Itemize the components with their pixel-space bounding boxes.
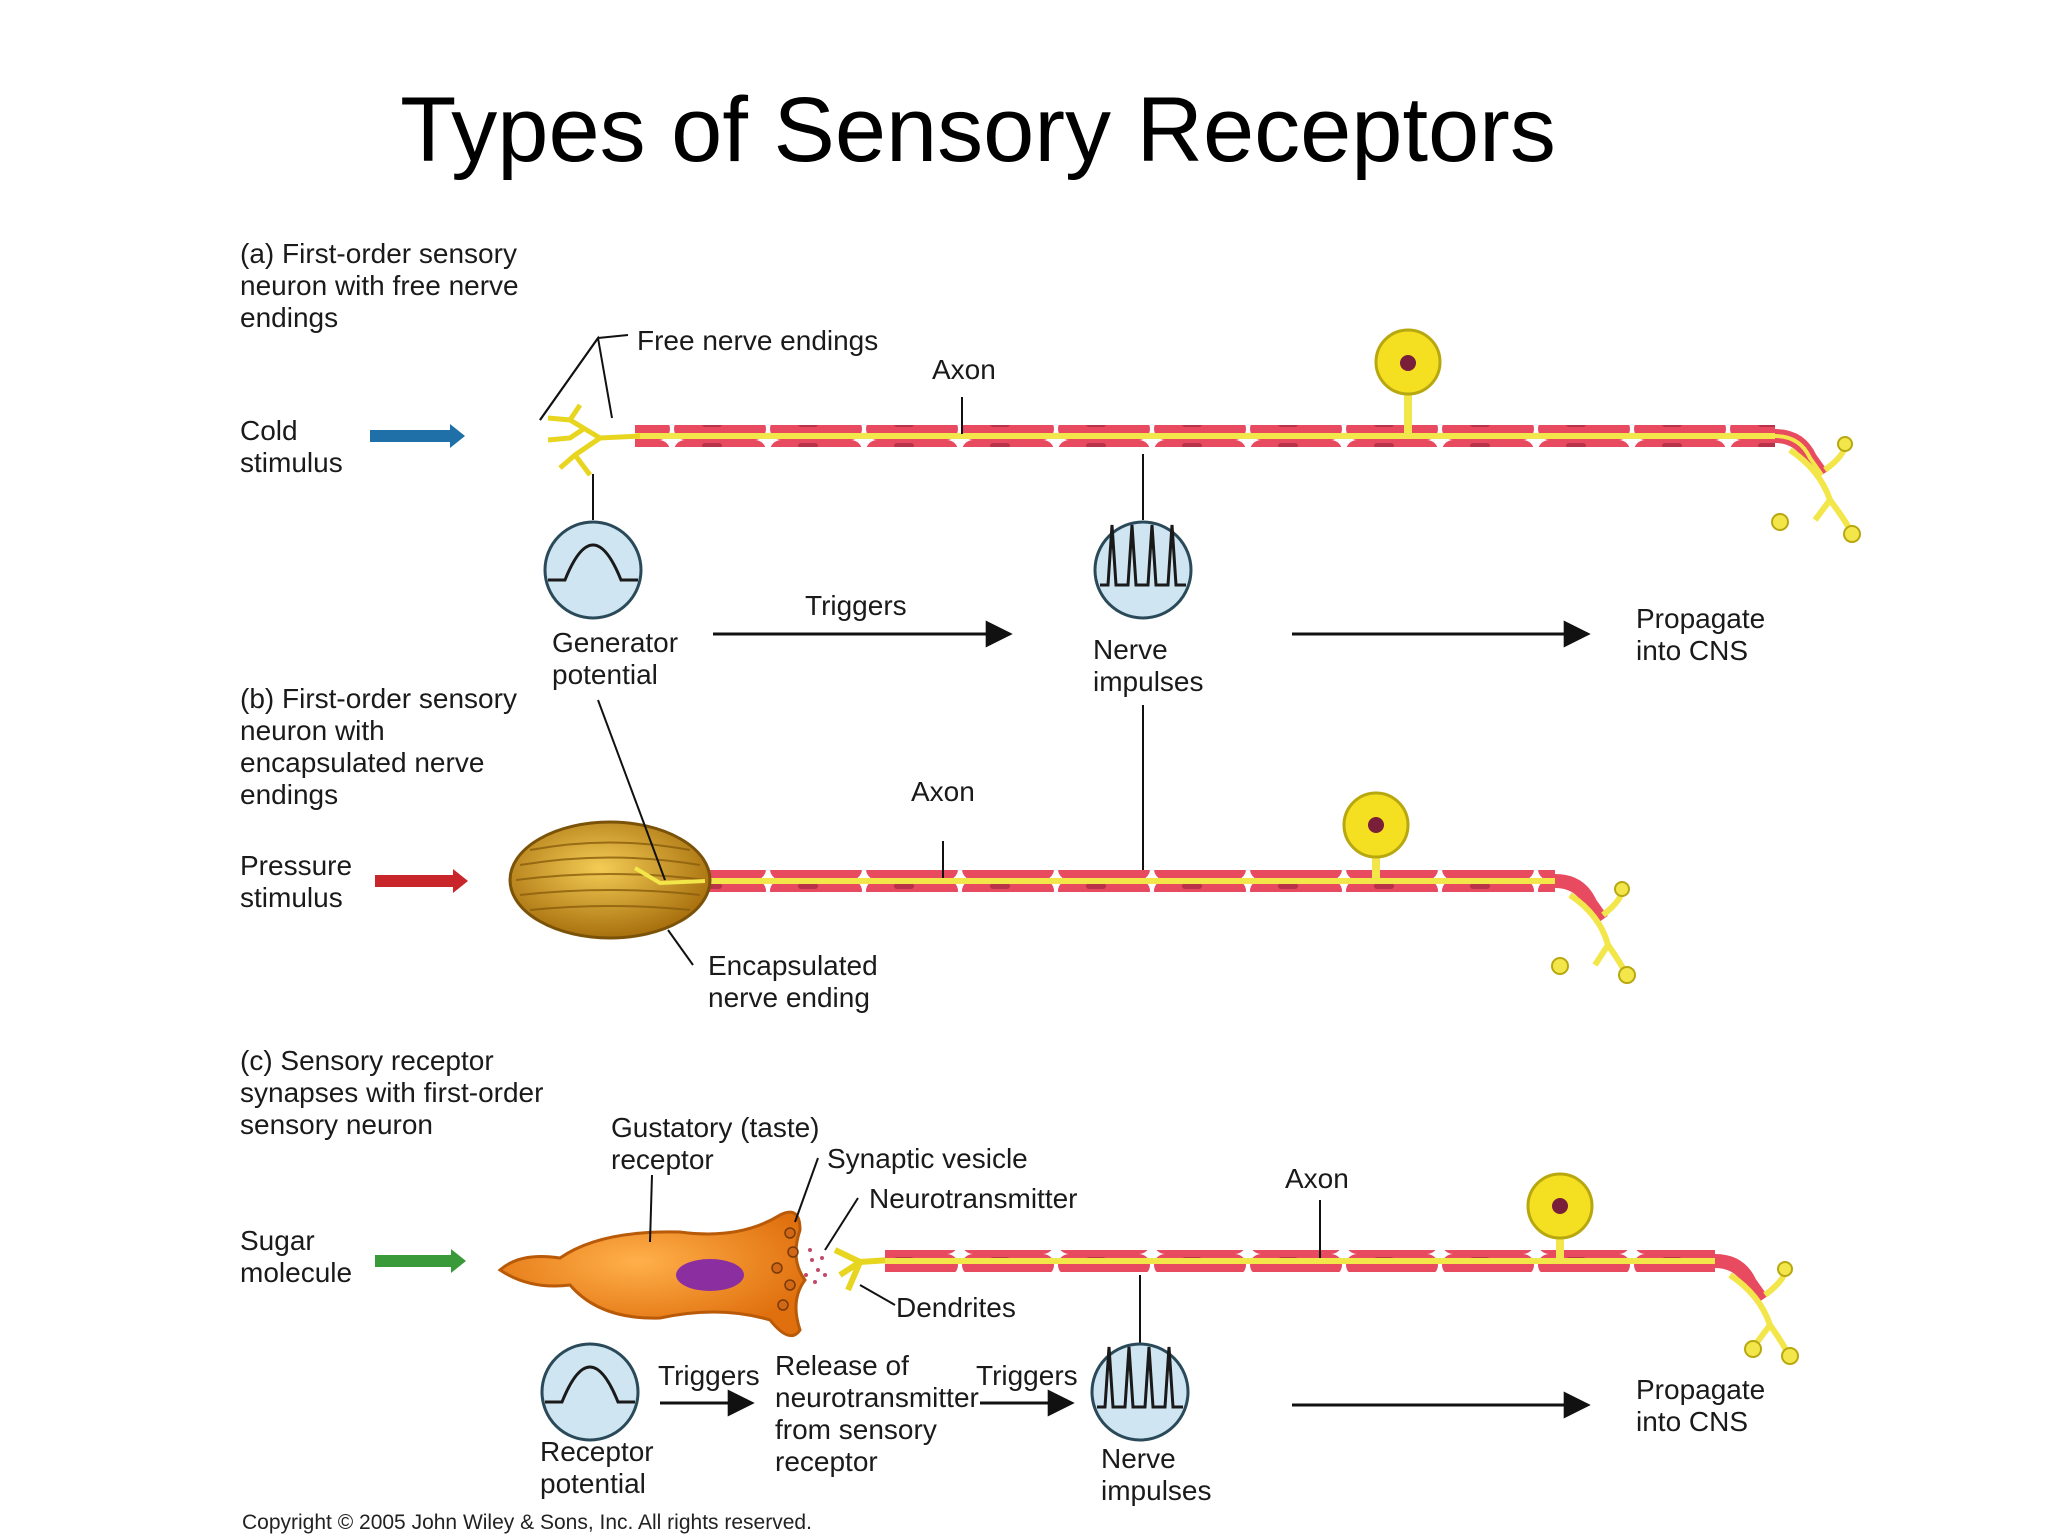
panel-b-heading: (b) First-order sensory neuron with enca… xyxy=(240,683,517,810)
generator-potential-label: Generator potential xyxy=(552,627,679,690)
axon-label-b: Axon xyxy=(911,776,975,807)
nerve-impulses-label-c: Nerve impulses xyxy=(1101,1443,1212,1506)
sugar-stimulus-label: Sugar molecule xyxy=(240,1225,353,1288)
cold-stimulus-arrow xyxy=(370,424,465,448)
cell-body-a xyxy=(1374,328,1442,436)
axon-terminal-c xyxy=(1728,1269,1790,1354)
propagate-label-a: Propagate into CNS xyxy=(1636,603,1766,666)
pressure-stimulus-label: Pressure stimulus xyxy=(240,850,353,913)
free-nerve-endings xyxy=(547,403,641,477)
neurotransmitter-label: Neurotransmitter xyxy=(869,1183,1078,1214)
panel-b xyxy=(375,699,1636,984)
panel-c xyxy=(375,1157,1799,1442)
sugar-stimulus-arrow xyxy=(375,1249,466,1273)
nerve-impulses-graph-a xyxy=(1093,520,1193,620)
receptor-potential-label: Receptor potential xyxy=(540,1436,654,1499)
axon-a xyxy=(635,425,1828,480)
panel-a-heading: (a) First-order sensory neuron with free… xyxy=(240,238,519,333)
cold-stimulus-label: Cold stimulus xyxy=(240,415,343,478)
page-title: Types of Sensory Receptors xyxy=(400,79,1556,181)
copyright-notice: Copyright © 2005 John Wiley & Sons, Inc.… xyxy=(242,1511,812,1534)
gustatory-receptor-label: Gustatory (taste) receptor xyxy=(611,1112,820,1175)
synaptic-vesicle-label: Synaptic vesicle xyxy=(827,1143,1028,1174)
axon-c xyxy=(885,1250,1768,1305)
nerve-impulses-graph-c xyxy=(1090,1342,1190,1442)
triggers-label-c2: Triggers xyxy=(976,1360,1078,1391)
cell-body-c xyxy=(1526,1172,1594,1261)
generator-potential-graph xyxy=(543,520,643,620)
dendrites-label: Dendrites xyxy=(896,1292,1016,1323)
pressure-stimulus-arrow xyxy=(375,869,468,893)
triggers-label-a: Triggers xyxy=(805,590,907,621)
release-label: Release of neurotransmitter from sensory… xyxy=(775,1350,979,1477)
axon-terminal-a xyxy=(1788,444,1853,532)
panel-a xyxy=(370,328,1861,648)
panel-c-heading: (c) Sensory receptor synapses with first… xyxy=(240,1045,544,1140)
encapsulated-ending-label: Encapsulated nerve ending xyxy=(708,950,878,1013)
propagate-label-c: Propagate into CNS xyxy=(1636,1374,1766,1437)
cell-body-b xyxy=(1342,791,1410,881)
gustatory-receptor-cell xyxy=(497,1210,827,1338)
axon-b xyxy=(705,870,1608,925)
encapsulated-nerve-ending xyxy=(508,820,712,940)
receptor-potential-graph xyxy=(540,1342,640,1442)
nerve-impulses-label-a: Nerve impulses xyxy=(1093,634,1204,697)
axon-label-c: Axon xyxy=(1285,1163,1349,1194)
axon-label-a: Axon xyxy=(932,354,996,385)
dendrites xyxy=(833,1247,891,1292)
triggers-label-c1: Triggers xyxy=(658,1360,760,1391)
free-nerve-endings-label: Free nerve endings xyxy=(637,325,879,356)
